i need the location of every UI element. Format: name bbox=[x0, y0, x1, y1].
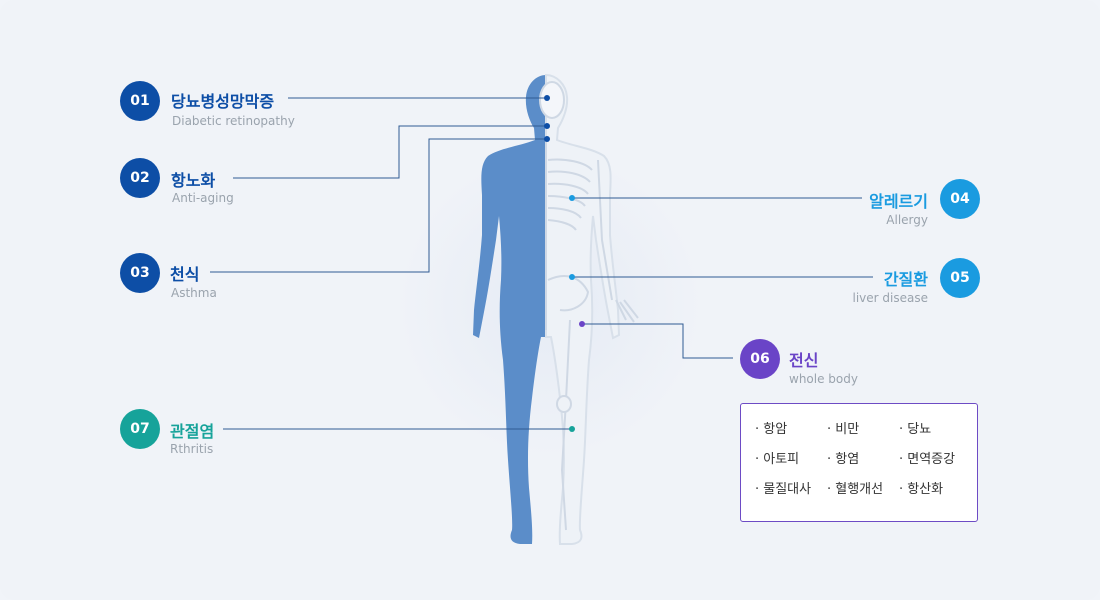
benefit-item: · 비만 bbox=[827, 422, 860, 437]
badge-06: 06 bbox=[740, 339, 780, 379]
whole-body-benefits-box: · 항암 · 비만 · 당뇨 · 아토피 · 항염 · 면역증강 · 물질대사 … bbox=[740, 403, 978, 522]
badge-07: 07 bbox=[120, 409, 160, 449]
label-title-diabetic-retinopathy: 당뇨병성망막증 bbox=[171, 92, 275, 111]
benefit-item: · 항암 bbox=[755, 422, 788, 437]
label-sub-allergy: Allergy bbox=[886, 213, 928, 227]
badge-02: 02 bbox=[120, 158, 160, 198]
benefit-item: · 당뇨 bbox=[899, 422, 932, 437]
benefit-item: · 면역증강 bbox=[899, 452, 956, 467]
label-title-asthma: 천식 bbox=[170, 265, 200, 284]
badge-03: 03 bbox=[120, 253, 160, 293]
benefit-item: · 항산화 bbox=[899, 482, 944, 497]
connector-dots bbox=[544, 95, 585, 432]
badge-05: 05 bbox=[940, 258, 980, 298]
label-title-arthritis: 관절염 bbox=[170, 422, 215, 441]
label-sub-asthma: Asthma bbox=[171, 286, 217, 300]
label-sub-diabetic-retinopathy: Diabetic retinopathy bbox=[172, 114, 295, 128]
human-body-silhouette-icon bbox=[473, 75, 546, 544]
label-title-whole-body: 전신 bbox=[789, 351, 819, 370]
label-sub-arthritis: Rthritis bbox=[170, 442, 214, 456]
label-title-allergy: 알레르기 bbox=[869, 192, 928, 211]
label-sub-anti-aging: Anti-aging bbox=[172, 191, 234, 205]
badge-01: 01 bbox=[120, 81, 160, 121]
benefit-item: · 항염 bbox=[827, 452, 860, 467]
label-sub-whole-body: whole body bbox=[789, 372, 858, 386]
benefit-item: · 혈행개선 bbox=[827, 482, 884, 497]
benefit-item: · 물질대사 bbox=[755, 482, 812, 497]
benefit-item: · 아토피 bbox=[755, 452, 800, 467]
badge-04: 04 bbox=[940, 179, 980, 219]
label-sub-liver-disease: liver disease bbox=[852, 291, 928, 305]
label-title-anti-aging: 항노화 bbox=[171, 171, 216, 190]
connector-lines bbox=[210, 97, 873, 430]
label-title-liver-disease: 간질환 bbox=[883, 270, 928, 289]
skeleton-illustration-icon bbox=[539, 73, 639, 545]
